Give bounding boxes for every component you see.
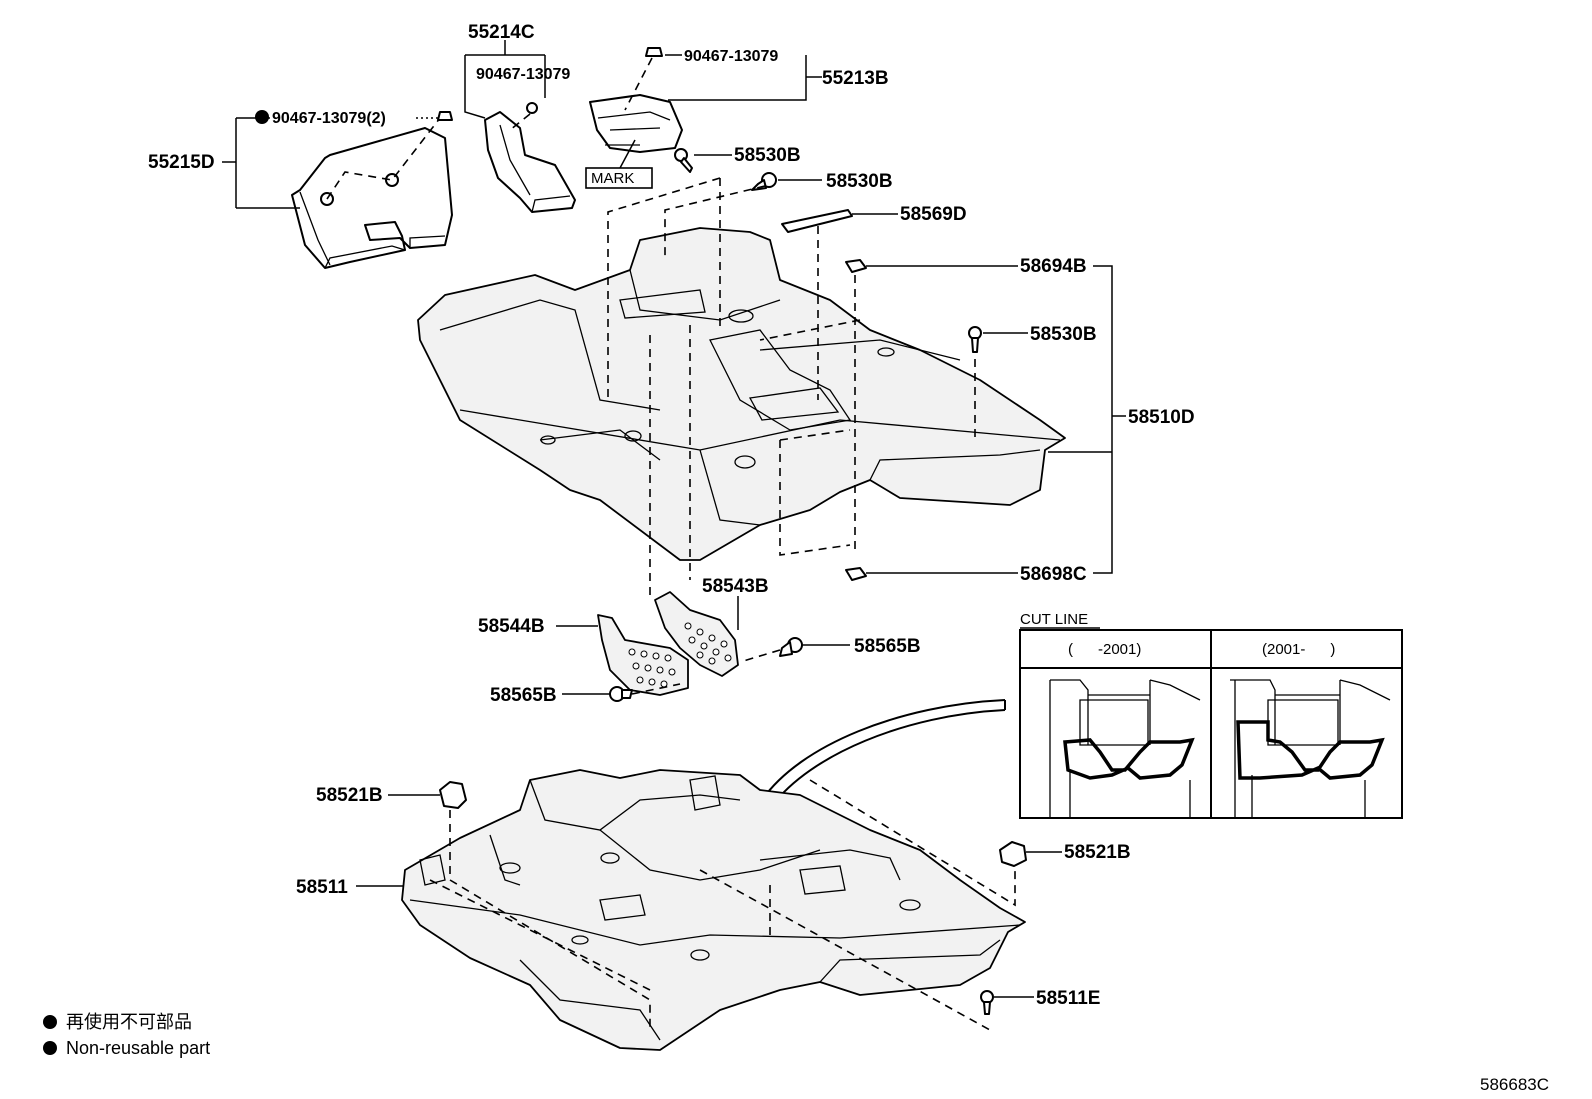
legend-bullet-en: [43, 1041, 57, 1055]
bolt-58530B-b: [751, 172, 822, 191]
callout-58698C: 58698C: [1020, 564, 1087, 585]
cut-line-inset: [1019, 627, 1403, 819]
callout-58565B-a: 58565B: [854, 636, 921, 657]
callout-90467-13079-top: 90467-13079: [684, 48, 778, 65]
callout-55213B: 55213B: [822, 68, 889, 89]
bolt-58530B-a: [674, 148, 732, 173]
inset-col-right: (2001- ): [1262, 641, 1335, 658]
callout-58521B-b: 58521B: [1064, 842, 1131, 863]
clip-90467-left: [255, 110, 453, 124]
clip-58694B: [845, 259, 1018, 273]
part-58569D-strip: [781, 209, 898, 233]
legend-jp: 再使用不可部品: [66, 1012, 192, 1032]
callout-90467-13079-left: 90467-13079(2): [272, 110, 386, 127]
part-58511-insulator: [401, 769, 1026, 1051]
clip-58511E: [980, 990, 1034, 1015]
part-58510D-carpet: [417, 227, 1066, 561]
part-58543B-bracket: [654, 591, 739, 677]
callout-58544B: 58544B: [478, 616, 545, 637]
mark-box: [585, 167, 653, 189]
callout-58543B: 58543B: [702, 576, 769, 597]
leader-58510D: [1048, 265, 1126, 574]
assembly-lines-lower: [429, 779, 1016, 1031]
clip-58698C: [845, 567, 1018, 581]
part-55215D-cover: [291, 117, 453, 269]
callout-90467-13079-mid: 90467-13079: [476, 66, 570, 83]
part-55214C-trim: [484, 102, 576, 213]
legend-en: Non-reusable part: [66, 1038, 210, 1058]
callout-58694B: 58694B: [1020, 256, 1087, 277]
inset-title: CUT LINE: [1020, 611, 1088, 628]
callout-58510D: 58510D: [1128, 407, 1195, 428]
callout-55214C: 55214C: [468, 22, 535, 43]
bolt-58530B-c: [968, 326, 1028, 353]
callout-58511E: 58511E: [1036, 988, 1100, 1009]
callout-58530B-a: 58530B: [734, 145, 801, 166]
leader-55213B: [668, 55, 822, 101]
legend-bullet-jp: [43, 1015, 57, 1029]
callout-58565B-b: 58565B: [490, 685, 557, 706]
callout-58569D: 58569D: [900, 204, 967, 225]
leader-55215D: [222, 117, 300, 209]
callout-58530B-c: 58530B: [1030, 324, 1097, 345]
callout-58511: 58511: [296, 877, 348, 898]
mark-label: MARK: [591, 170, 634, 187]
callout-55215D: 55215D: [148, 152, 215, 173]
callout-58521B-a: 58521B: [316, 785, 383, 806]
diagram-code: 586683C: [1480, 1075, 1549, 1094]
callout-58530B-b: 58530B: [826, 171, 893, 192]
part-55213B-trim: [589, 47, 683, 153]
bolt-58565B-b: [562, 683, 681, 702]
leader-mark: [619, 139, 636, 169]
assembly-lines-upper: [607, 177, 976, 600]
leader-55214C: [464, 40, 546, 119]
part-58544B-bracket: [556, 614, 689, 696]
clip-58521B-b: [999, 841, 1062, 867]
bolt-58565B-a: [739, 637, 850, 663]
clip-58521B-a: [388, 781, 467, 809]
inset-col-left: ( -2001): [1068, 641, 1141, 658]
